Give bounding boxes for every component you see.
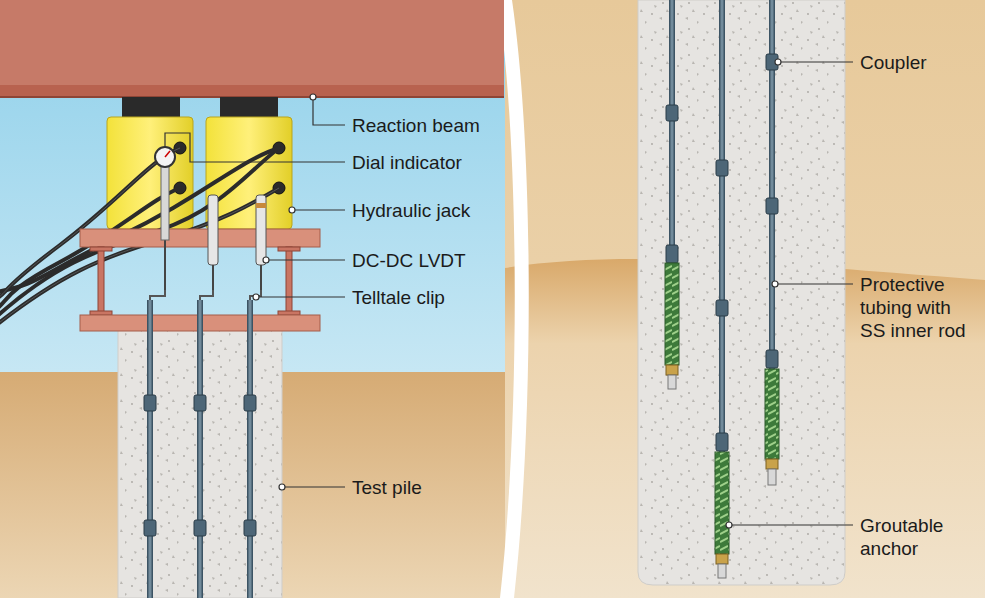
part-label: DC-DC LVDT [352, 249, 512, 272]
part-label: Test pile [352, 476, 512, 499]
part-label: Hydraulic jack [352, 199, 512, 222]
part-label: Groutable anchor [860, 514, 980, 560]
part-label: Telltale clip [352, 286, 512, 309]
part-label: Reaction beam [352, 114, 512, 137]
part-label: Dial indicator [352, 151, 512, 174]
part-label: Protective tubing with SS inner rod [860, 273, 980, 342]
leader-lines [165, 62, 853, 525]
part-label: Coupler [860, 51, 980, 74]
